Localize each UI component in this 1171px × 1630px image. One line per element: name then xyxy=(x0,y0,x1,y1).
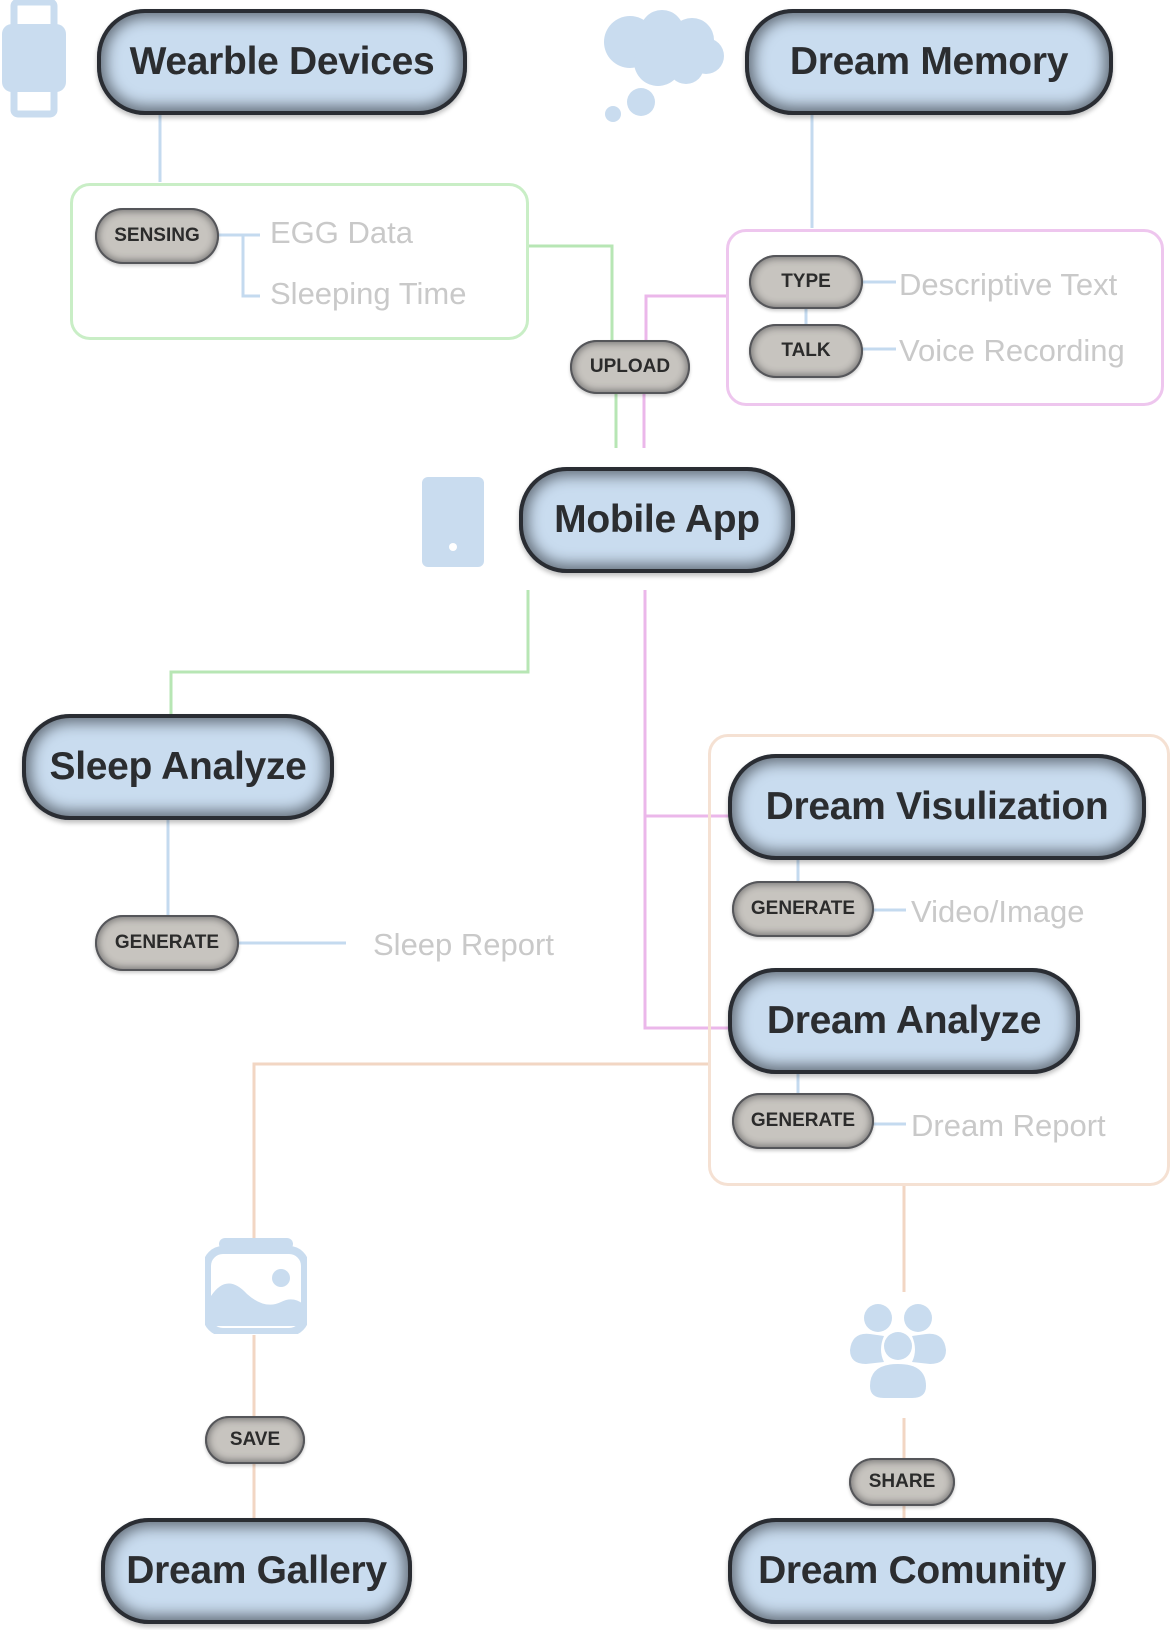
dream-community-node[interactable]: Dream Comunity xyxy=(728,1518,1096,1624)
dream-memory-node[interactable]: Dream Memory xyxy=(745,9,1113,115)
mobile-app-node[interactable]: Mobile App xyxy=(519,467,795,573)
egg-data-label: EGG Data xyxy=(270,215,413,250)
generate-sleep-pill[interactable]: GENERATE xyxy=(95,915,239,971)
voice-recording-label: Voice Recording xyxy=(899,333,1125,368)
sleep-analyze-node[interactable]: Sleep Analyze xyxy=(22,714,334,820)
upload-pill[interactable]: UPLOAD xyxy=(570,340,690,394)
sensing-group xyxy=(70,183,529,340)
sleep-report-label: Sleep Report xyxy=(373,927,554,962)
save-pill[interactable]: SAVE xyxy=(205,1416,305,1464)
input-group xyxy=(726,229,1164,406)
image-icon xyxy=(205,1238,307,1334)
generate-dream-pill[interactable]: GENERATE xyxy=(732,1093,874,1149)
generation-group xyxy=(708,734,1170,1186)
dream-gallery-node[interactable]: Dream Gallery xyxy=(101,1518,412,1624)
generate-visual-pill[interactable]: GENERATE xyxy=(732,881,874,937)
descriptive-text-label: Descriptive Text xyxy=(899,267,1118,302)
community-icon xyxy=(850,1304,946,1398)
sensing-pill[interactable]: SENSING xyxy=(95,208,219,264)
sleeping-time-label: Sleeping Time xyxy=(270,276,467,311)
wearable-devices-node[interactable]: Wearble Devices xyxy=(97,9,467,115)
dream-report-label: Dream Report xyxy=(911,1108,1106,1143)
video-image-label: Video/Image xyxy=(911,894,1085,929)
dream-analyze-node[interactable]: Dream Analyze xyxy=(728,968,1080,1074)
talk-pill[interactable]: TALK xyxy=(749,324,863,378)
type-pill[interactable]: TYPE xyxy=(749,255,863,309)
share-pill[interactable]: SHARE xyxy=(849,1458,955,1506)
watch-icon xyxy=(2,0,66,118)
dream-visualization-node[interactable]: Dream Visulization xyxy=(728,754,1146,860)
phone-icon xyxy=(422,477,484,567)
thought-cloud-icon xyxy=(604,10,724,122)
